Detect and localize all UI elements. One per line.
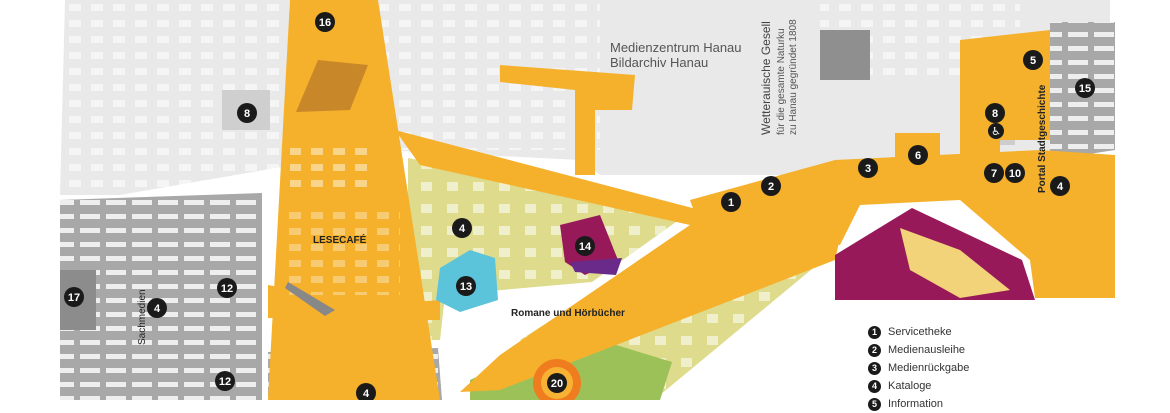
svg-text:♿: ♿: [991, 125, 1001, 138]
marker-4-romane[interactable]: 4: [452, 218, 472, 238]
lesecafe-area: [280, 60, 400, 316]
label-portal: Portal Stadtgeschichte: [1037, 84, 1048, 193]
legend-label: Medienausleihe: [888, 344, 966, 356]
label-wetterauische-1: Wetterauische Gesell: [759, 21, 773, 135]
label-wetterauische-3: zu Hanau gegründet 1808: [788, 19, 799, 135]
legend-item: 5 Information: [868, 395, 1168, 413]
legend-item: 4 Kataloge: [868, 377, 1168, 395]
label-wetterauische-2: für die gesamte Naturku: [776, 28, 787, 135]
marker-13[interactable]: 13: [456, 276, 476, 296]
svg-text:1: 1: [728, 197, 734, 209]
marker-1[interactable]: 1: [721, 192, 741, 212]
marker-8-west[interactable]: 8: [237, 103, 257, 123]
marker-3[interactable]: 3: [858, 158, 878, 178]
svg-text:4: 4: [459, 223, 466, 235]
svg-text:14: 14: [579, 241, 592, 253]
marker-4-east[interactable]: 4: [1050, 176, 1070, 196]
svg-text:3: 3: [865, 163, 871, 175]
marker-15[interactable]: 15: [1075, 78, 1095, 98]
portal-stadtgeschichte-feature: [835, 208, 1035, 300]
marker-10[interactable]: 10: [1005, 163, 1025, 183]
marker-17[interactable]: 17: [64, 287, 84, 307]
legend-label: Kataloge: [888, 380, 932, 392]
legend-number: 3: [868, 361, 881, 375]
legend-number: 2: [868, 343, 881, 357]
sachmedien-area: [60, 193, 262, 400]
svg-text:17: 17: [68, 292, 80, 304]
library-floor-plan: Medienzentrum Hanau Bildarchiv Hanau Wet…: [60, 0, 1115, 400]
label-medienzentrum-1: Medienzentrum Hanau: [610, 40, 742, 55]
svg-text:4: 4: [1057, 181, 1064, 193]
svg-text:16: 16: [319, 17, 331, 29]
marker-14[interactable]: 14: [575, 236, 595, 256]
svg-text:8: 8: [244, 108, 250, 120]
legend-number: 1: [868, 325, 881, 339]
svg-text:8: 8: [992, 108, 998, 120]
marker-12-north[interactable]: 12: [217, 278, 237, 298]
svg-text:20: 20: [551, 378, 563, 390]
marker-4-sachmedien[interactable]: 4: [147, 298, 167, 318]
label-romane: Romane und Hörbücher: [511, 308, 625, 319]
legend-number: 5: [868, 397, 881, 411]
legend-item: 3 Medienrückgabe: [868, 359, 1168, 377]
wheelchair-icon: ♿: [988, 123, 1004, 139]
legend-label: Servicetheke: [888, 326, 952, 338]
marker-12-south[interactable]: 12: [215, 371, 235, 391]
legend-item: 2 Medienausleihe: [868, 341, 1168, 359]
svg-text:12: 12: [221, 283, 233, 295]
marker-6[interactable]: 6: [908, 145, 928, 165]
marker-16[interactable]: 16: [315, 12, 335, 32]
marker-7[interactable]: 7: [984, 163, 1004, 183]
svg-text:15: 15: [1079, 83, 1091, 95]
svg-text:12: 12: [219, 376, 231, 388]
marker-5[interactable]: 5: [1023, 50, 1043, 70]
shape-14-purple: [570, 258, 622, 275]
marker-20[interactable]: 20: [547, 373, 567, 393]
legend-number: 4: [868, 379, 881, 393]
legend-label: Medienrückgabe: [888, 362, 970, 374]
svg-text:13: 13: [460, 281, 472, 293]
svg-text:5: 5: [1030, 55, 1036, 67]
marker-8-east[interactable]: 8: [985, 103, 1005, 123]
label-medienzentrum-2: Bildarchiv Hanau: [610, 55, 708, 70]
svg-text:4: 4: [154, 303, 161, 315]
label-lesecafe: LESECAFÉ: [313, 233, 367, 246]
svg-text:7: 7: [991, 168, 997, 180]
legend-item: 1 Servicetheke: [868, 323, 1168, 341]
marker-4-south[interactable]: 4: [356, 383, 376, 400]
svg-text:4: 4: [363, 388, 370, 400]
svg-text:2: 2: [768, 181, 774, 193]
label-sachmedien: Sachmedien: [137, 289, 148, 345]
svg-text:6: 6: [915, 150, 921, 162]
marker-2[interactable]: 2: [761, 176, 781, 196]
svg-text:10: 10: [1009, 168, 1021, 180]
